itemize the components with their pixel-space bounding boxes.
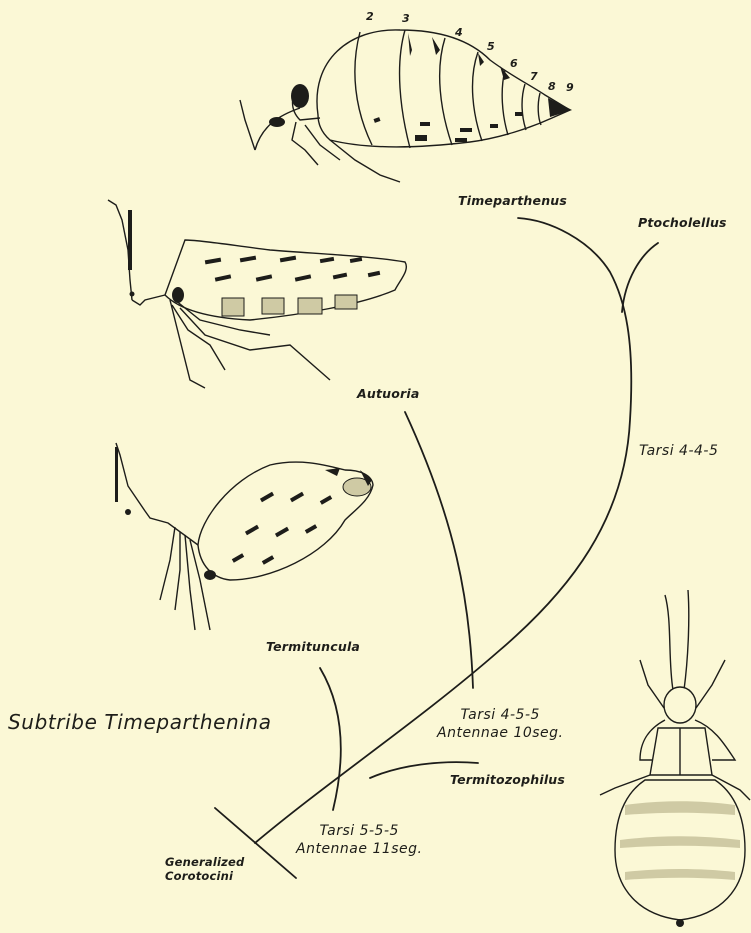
figure-title: Subtribe Timeparthenina [8,710,272,734]
character-block-555: Tarsi 5-5-5 Antennae 11seg. [296,822,423,858]
character-antennae-11: Antennae 11seg. [296,840,423,858]
segment-number-2: 2 [366,10,374,23]
specimen-side-view-2 [108,200,406,388]
segment-number-3: 3 [402,12,410,25]
autuoria-branch [405,412,473,688]
taxon-termituncula: Termituncula [266,639,360,654]
segment-number-7: 7 [530,70,538,83]
segment-number-6: 6 [510,57,518,70]
segment-number-5: 5 [487,40,495,53]
character-tarsi-555: Tarsi 5-5-5 [296,822,423,840]
character-tarsi-455: Tarsi 4-5-5 [437,706,564,724]
ptocholellus-branch [622,243,658,312]
character-tarsi-445: Tarsi 4-4-5 [639,442,718,460]
taxon-termitozophilus: Termitozophilus [450,772,565,787]
segment-number-8: 8 [548,80,556,93]
segment-number-9: 9 [566,81,574,94]
taxon-timeparthenus: Timeparthenus [458,193,567,208]
taxon-ptocholellus: Ptocholellus [638,215,727,230]
specimen-side-view-1 [240,30,570,182]
root-label-line2: Corotocini [165,869,244,883]
segment-number-4: 4 [455,26,463,39]
taxon-autuoria: Autuoria [357,386,420,401]
root-label-line1: Generalized [165,855,244,869]
root-label: Generalized Corotocini [165,855,244,883]
character-antennae-10: Antennae 10seg. [437,724,564,742]
character-block-455: Tarsi 4-5-5 Antennae 10seg. [437,706,564,742]
